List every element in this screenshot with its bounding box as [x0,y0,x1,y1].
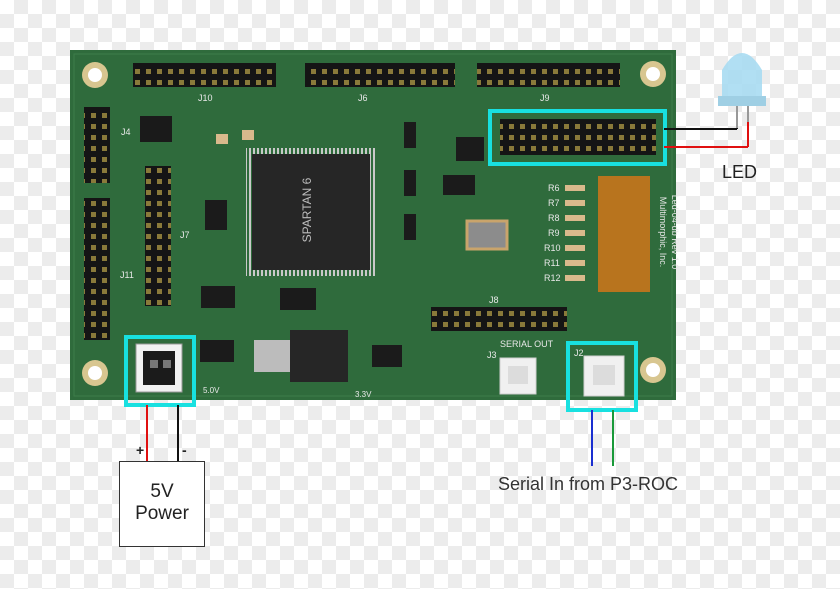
j2-highlight [566,341,638,412]
chip-spartan6 [252,154,370,270]
power-box: 5V Power [119,461,205,547]
header-j7 [145,166,171,306]
svg-text:J3: J3 [487,350,497,360]
header-j11 [84,198,110,340]
svg-text:R6: R6 [548,183,560,193]
led-label: LED [722,162,758,182]
minus-label: - [182,442,187,458]
label-j11: J11 [120,270,134,280]
header-j8 [431,307,567,331]
svg-text:J2: J2 [574,348,584,358]
chip-spartan6-label: SPARTAN 6 [300,177,314,242]
rev-text: Led-04-db Rev 1.0 [670,195,680,270]
svg-text:3.3V: 3.3V [355,390,372,399]
svg-text:R10: R10 [544,243,561,253]
plus-label: + [136,442,145,458]
label-j4: J4 [121,127,131,137]
chip-u6 [140,116,172,142]
header-j5 [500,119,656,155]
svg-text:R9: R9 [548,228,560,238]
label-j6: J6 [358,93,368,103]
j5-highlight [488,109,667,166]
header-j10 [133,63,276,87]
label-j9: J9 [540,93,550,103]
serial-in-label: Serial In from P3-ROC [498,474,679,494]
power-label-line1: 5V [150,481,174,502]
label-j10: J10 [198,93,213,103]
cap-c3 [372,345,402,367]
header-j4 [84,107,110,183]
brand-text: Multimorphic, Inc. [658,197,668,268]
serial-out-label: SERIAL OUT [500,339,554,349]
mounting-holes [82,61,666,386]
label-j7: J7 [180,230,190,240]
led-icon [718,53,766,128]
crystal-x1 [465,219,509,251]
cap-c1 [200,340,234,362]
label-j8: J8 [489,295,499,305]
chip-u4 [598,176,650,292]
resistor-array [565,185,585,281]
svg-text:R8: R8 [548,213,560,223]
svg-text:R12: R12 [544,273,561,283]
header-j9 [477,63,620,87]
svg-text:R7: R7 [548,198,560,208]
svg-text:R11: R11 [544,258,560,268]
chip-u2 [290,330,348,382]
power-label-line2: Power [135,503,189,524]
j1-highlight [124,335,196,407]
header-j6 [305,63,455,87]
svg-text:5.0V: 5.0V [203,386,220,395]
